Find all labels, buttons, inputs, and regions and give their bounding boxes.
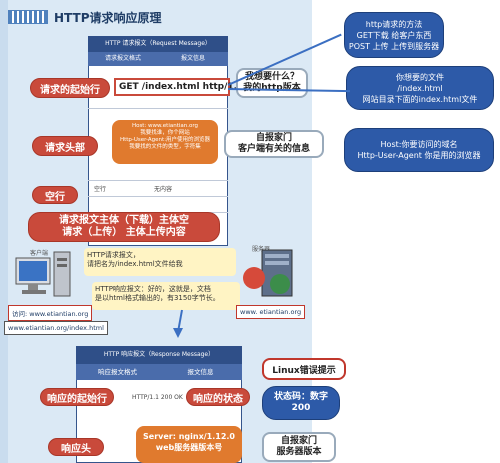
response-status-label: 响应的状态 [186,388,250,406]
request-table-empty-label: 空行 [94,186,107,193]
left-edge-stripe [0,0,8,463]
status-code-callout: 状态码：数字 200 [262,386,340,420]
http-response-text: HTTP响应报文：好的，这就是，文档 是以html格式输出的，有3150字节长。 [95,285,220,302]
request-table-header: HTTP 请求报文（Request Message） [88,36,228,52]
response-table-col1: 响应报文格式 [98,368,137,376]
request-line-value: GET /index.html http/1.1 [114,78,243,96]
request-table-subheader: 请求报文格式 报文信息 [88,52,228,66]
empty-line-label: 空行 [32,186,78,204]
host-line4: 我要找的文件的类型，字符集 [129,144,201,150]
host-info-box: Host: www.etiantian.org 我要找谁，你个网站 Http-U… [112,120,218,164]
self-intro-callout: 自报家门 客户端有关的信息 [224,130,324,158]
host-line1: Host: www.etiantian.org [131,123,199,129]
response-table-subheader: 响应报文格式 报文信息 [76,364,242,380]
client-label: 客户端 [30,250,49,257]
table-divider [88,180,228,181]
what-want-callout: 我想要什么？ 我的http版本 [236,68,308,98]
response-table-header: HTTP 响应报文（Response Message） [76,346,242,364]
host-line2: 我要找谁，你个网站 [140,130,190,136]
request-body-label: 请求报文主体（下载）主体空 请求（上传） 主体上传内容 [28,212,220,242]
server-label: 服务器 [252,246,271,253]
response-table-col2: 报文信息 [187,368,214,376]
client-url: 访问: www.etiantian.org [8,305,93,321]
http-response-bubble: HTTP响应报文：好的，这就是，文档 是以html格式输出的，有3150字节长。 [92,282,240,310]
client-computer-icon [14,246,74,304]
method-callout: http请求的方法 GET下载 给客户东西 POST 上传 上传到服务器 [344,12,444,58]
host-line3: Http-User-Agent:用户使用的浏览器 [119,137,211,143]
http-request-text: HTTP请求报文， 请把名为/index.html文件给我 [87,251,183,268]
self-intro-server-callout: 自报家门 服务器版本 [262,432,336,462]
server-url: www. etiantian.org [236,305,306,319]
table-divider [88,108,228,109]
response-header-label: 响应头 [48,438,104,456]
linux-hint-callout: Linux错误提示 [262,358,346,380]
title-row: HTTP请求响应原理 [8,6,162,28]
http-request-bubble: HTTP请求报文， 请把名为/index.html文件给我 [84,248,236,276]
down-arrow-icon [168,309,188,340]
page-title: HTTP请求响应原理 [54,10,162,25]
server-nginx-box: Server: nginx/1.12.0 web服务器版本号 [136,426,242,463]
request-table-col1: 请求报文格式 [104,55,141,62]
title-decoration-icon [8,10,48,24]
request-table-empty-value: 无内容 [154,186,173,193]
response-status-line: HTTP/1.1 200 OK [132,394,183,401]
table-divider [88,196,228,197]
response-start-label: 响应的起始行 [40,388,114,406]
host-callout: Host:你要访问的域名 Http-User-Agent 你是用的浏览器 [344,128,494,172]
file-callout: 你想要的文件 /index.html 网站目录下面的index.html文件 [346,66,494,110]
bottom-url: www.etiantian.org/index.html [4,321,108,335]
request-line-label: 请求的起始行 [30,78,110,98]
request-header-label: 请求头部 [32,136,98,156]
request-table-col2: 报文信息 [180,55,205,62]
server-icon [240,248,296,300]
